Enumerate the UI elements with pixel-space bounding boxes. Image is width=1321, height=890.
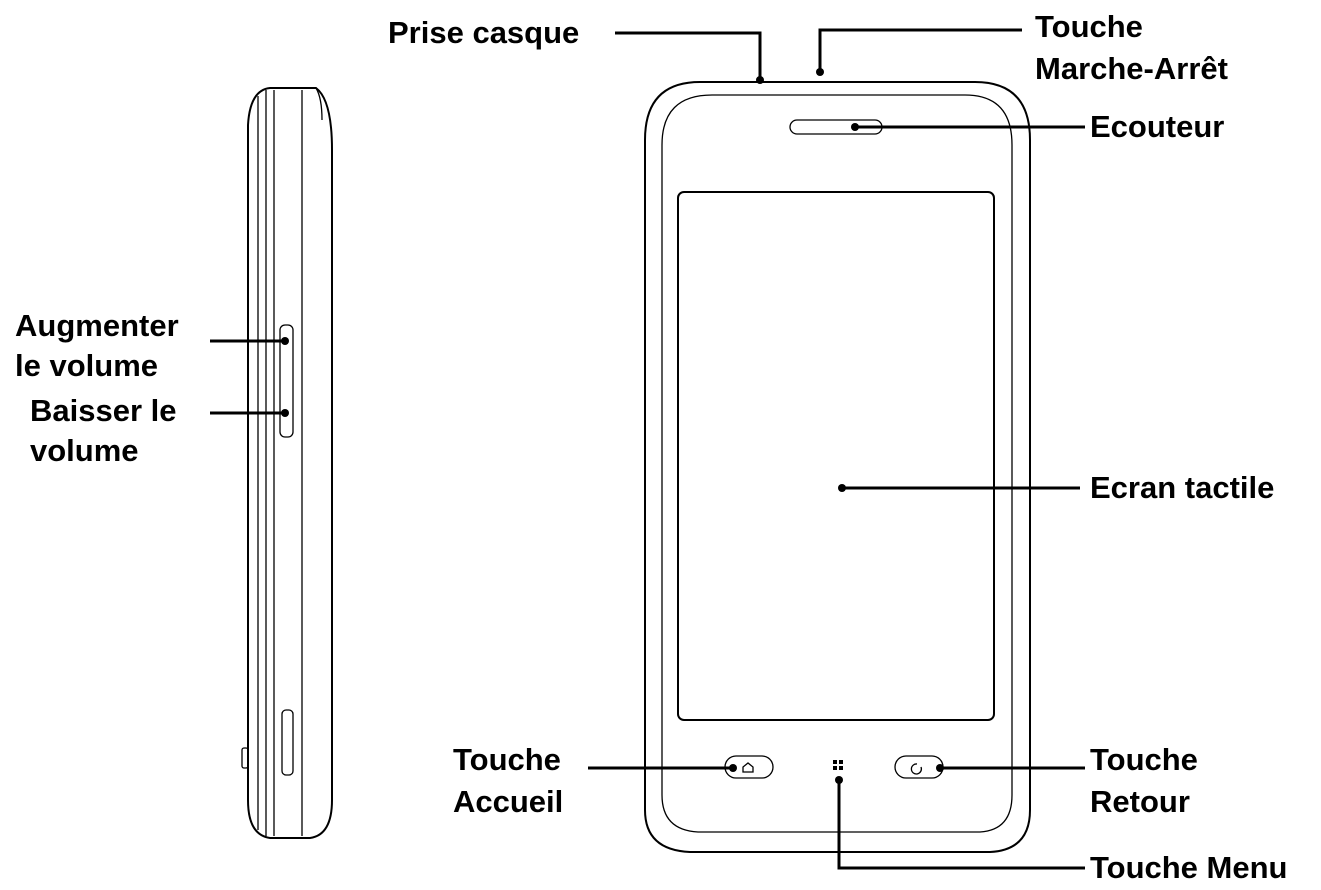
phone-side-view [241,87,333,839]
side-lanyard-notch [241,747,249,769]
touchscreen-area [677,191,995,721]
callout-labels: Prise casque Touche Marche-Arrêt Ecouteu… [15,9,1287,885]
touchscreen-marker [838,484,846,492]
leader-lines [210,28,1085,870]
side-view-outline [247,87,333,839]
back-arrow-icon [910,763,923,775]
label-volume-down-line2: volume [30,433,139,468]
leader-power-key [818,28,1022,72]
label-back-key-line1: Touche [1090,742,1198,777]
label-headphone-jack: Prise casque [388,15,579,50]
back-key-marker [936,764,944,772]
label-power-key-line1: Touche [1035,9,1143,44]
label-power-key-line2: Marche-Arrêt [1035,51,1228,86]
label-home-key-line2: Accueil [453,784,563,819]
label-touchscreen: Ecran tactile [1090,470,1274,505]
label-home-key-line1: Touche [453,742,561,777]
label-volume-down-line1: Baisser le [30,393,177,428]
volume-up-marker [281,337,289,345]
label-volume-up-line2: le volume [15,348,158,383]
home-icon [742,762,754,773]
home-key-marker [729,764,737,772]
earpiece-marker [851,123,859,131]
headphone-jack-marker [756,76,764,84]
front-view-outline [644,81,1031,853]
label-back-key-line2: Retour [1090,784,1190,819]
power-key-marker [816,68,824,76]
label-menu-key: Touche Menu [1090,850,1287,885]
front-view-bezel [661,94,1013,833]
volume-down-marker [281,409,289,417]
menu-key-marker [835,776,843,784]
leader-headphone-jack [615,31,762,80]
label-volume-up-line1: Augmenter [15,308,179,343]
leader-menu-key [837,780,1085,870]
side-view-top-curve [315,87,323,121]
grid-icon [833,760,843,770]
phone-front-view [644,81,1031,853]
side-slot [281,709,294,776]
label-earpiece: Ecouteur [1090,109,1224,144]
volume-rocker [279,324,294,438]
back-key [894,755,944,779]
